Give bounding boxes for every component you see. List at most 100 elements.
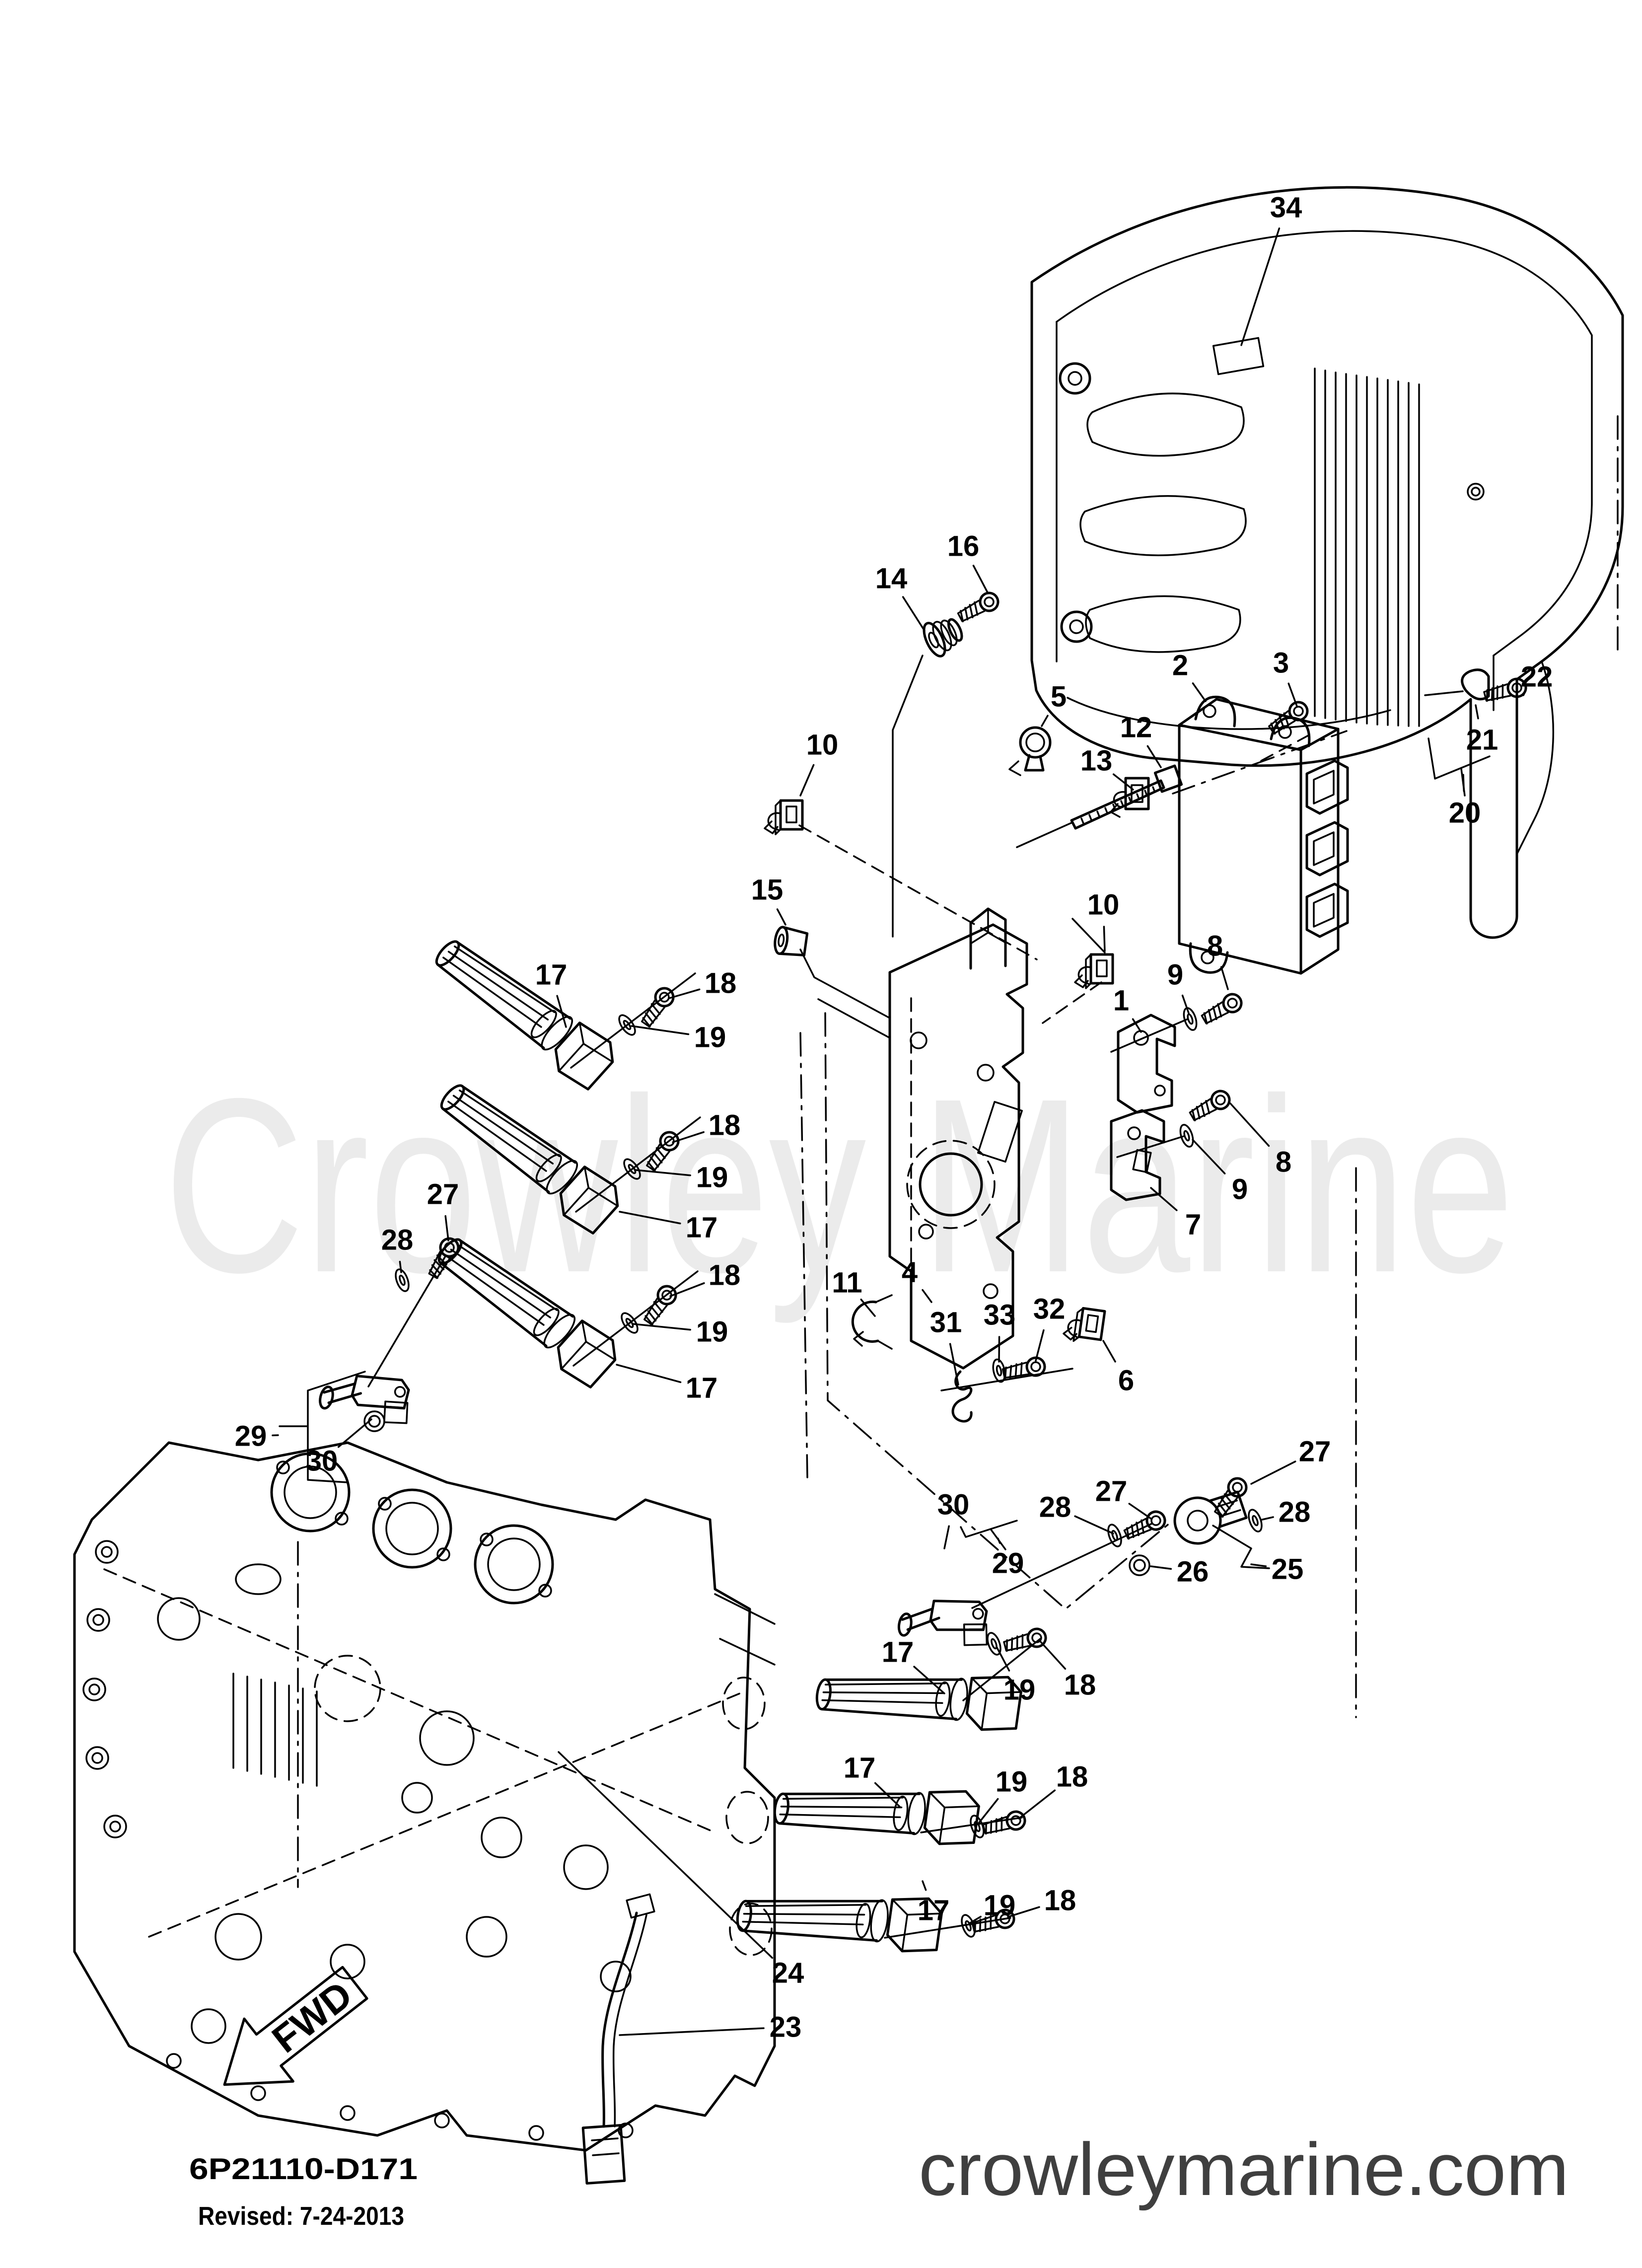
callout-leader-14 (902, 596, 926, 632)
callout-28: 28 (1279, 1496, 1311, 1529)
callout-19: 19 (996, 1766, 1028, 1798)
boundary-line (824, 1012, 1174, 1610)
callout-leader-2 (1192, 682, 1207, 702)
callout-25: 25 (1272, 1553, 1304, 1586)
callout-19: 19 (1003, 1674, 1036, 1706)
callout-leader-18 (668, 988, 701, 999)
callout-19: 19 (694, 1022, 726, 1054)
callout-26: 26 (1177, 1556, 1209, 1588)
callout-27: 27 (1095, 1475, 1128, 1508)
callout-leader-28 (1074, 1515, 1114, 1535)
callout-leader-17 (619, 1211, 681, 1225)
callout-18: 18 (1044, 1885, 1076, 1917)
watermark-text: Crowley Marine (164, 1046, 1514, 1325)
callout-9: 9 (1232, 1173, 1248, 1206)
callout-leader-24 (558, 1751, 774, 1959)
callout-leader-5 (1041, 715, 1049, 727)
callout-22: 22 (1521, 661, 1553, 693)
sensor-25 (1172, 1491, 1249, 1546)
bolt-8a (1200, 991, 1245, 1027)
clip-21 (1461, 668, 1490, 701)
callout-leader-19 (969, 1915, 982, 1924)
callout-24: 24 (772, 1957, 804, 1989)
axis-29-mid (971, 1523, 1153, 1609)
callout-10: 10 (806, 729, 839, 761)
callout-leader-9 (1192, 1139, 1226, 1174)
oring-26 (1129, 1554, 1150, 1576)
callout-leader-3 (1287, 682, 1298, 707)
engine-block (73, 1441, 776, 2185)
callout-leader-17 (556, 995, 567, 1028)
ignition-coils-right (736, 1627, 1048, 1958)
bracket-7 (1110, 1109, 1165, 1201)
callout-7: 7 (1185, 1209, 1201, 1241)
cable-tie-12 (1016, 764, 1183, 848)
clip-10-left (765, 801, 802, 834)
callout-27: 27 (1299, 1436, 1331, 1468)
callout-17: 17 (535, 959, 568, 991)
callout-6: 6 (1118, 1365, 1134, 1397)
callout-leader-4 (922, 1289, 932, 1303)
callout-30: 30 (937, 1489, 970, 1521)
axis-31 (940, 1368, 1073, 1391)
callout-leader-27 (444, 1215, 449, 1242)
callout-leader-7 (1150, 1187, 1178, 1211)
axis-pins (1110, 1018, 1189, 1158)
callout-9: 9 (1167, 959, 1183, 991)
site-wordmark: crowleymarine.com (919, 2127, 1569, 2211)
callout-leader-18 (672, 1131, 705, 1143)
fwd-label: FWD (264, 1973, 360, 2061)
callout-18: 18 (1064, 1669, 1096, 1701)
callout-leader-10 (1103, 926, 1106, 952)
callout-leader-30 (337, 1418, 372, 1448)
callout-12: 12 (1120, 712, 1152, 744)
clamp-5 (1008, 726, 1052, 776)
callout-4: 4 (902, 1256, 918, 1289)
callout-leader-15 (776, 908, 786, 926)
clip-10-right (1075, 954, 1113, 988)
ecu-unit (1178, 695, 1349, 975)
callout-leader-8 (1220, 966, 1229, 990)
boundary-line-2 (799, 1032, 808, 1478)
callout-leader-21 (1475, 704, 1479, 720)
callout-28: 28 (381, 1224, 414, 1256)
axis-29-left (367, 1254, 447, 1388)
callout-leader-18 (1007, 1906, 1040, 1918)
callout-34: 34 (1270, 192, 1302, 224)
callout-leader-19 (635, 1169, 691, 1176)
callout-19: 19 (696, 1316, 728, 1348)
callout-leader-17 (913, 1666, 945, 1694)
callout-13: 13 (1080, 745, 1113, 777)
tie-axis-line (1172, 730, 1348, 795)
callout-1: 1 (1113, 985, 1129, 1017)
callout-leader-17 (922, 1880, 927, 1891)
washer-9a (1180, 1005, 1200, 1033)
callout-leader-19 (632, 1323, 691, 1331)
callout-17: 17 (686, 1372, 718, 1404)
sensor-29-left (318, 1362, 416, 1428)
callout-leader-1 (1132, 1018, 1142, 1033)
callout-leader-12 (1146, 745, 1162, 768)
callout-leader-18 (1018, 1789, 1056, 1820)
callout-10: 10 (1087, 889, 1120, 921)
callout-17: 17 (844, 1752, 876, 1784)
callout-29: 29 (235, 1420, 267, 1453)
callout-32: 32 (1033, 1293, 1066, 1325)
callout-18: 18 (705, 967, 737, 1000)
callout-leader-19 (631, 1025, 690, 1035)
callout-leader-11 (860, 1299, 876, 1317)
callout-leader-18 (1039, 1640, 1067, 1670)
callout-18: 18 (709, 1259, 741, 1292)
callout-leader-10 (799, 764, 815, 797)
callout-3: 3 (1273, 647, 1289, 679)
callout-5: 5 (1051, 681, 1067, 713)
callout-14: 14 (875, 563, 908, 595)
callout-33: 33 (984, 1299, 1016, 1331)
callout-29: 29 (992, 1547, 1024, 1580)
callout-18: 18 (709, 1109, 741, 1142)
clip-21-pin (1424, 690, 1464, 696)
callout-leader-25 (1250, 1563, 1267, 1567)
callout-leader-17 (616, 1364, 682, 1384)
